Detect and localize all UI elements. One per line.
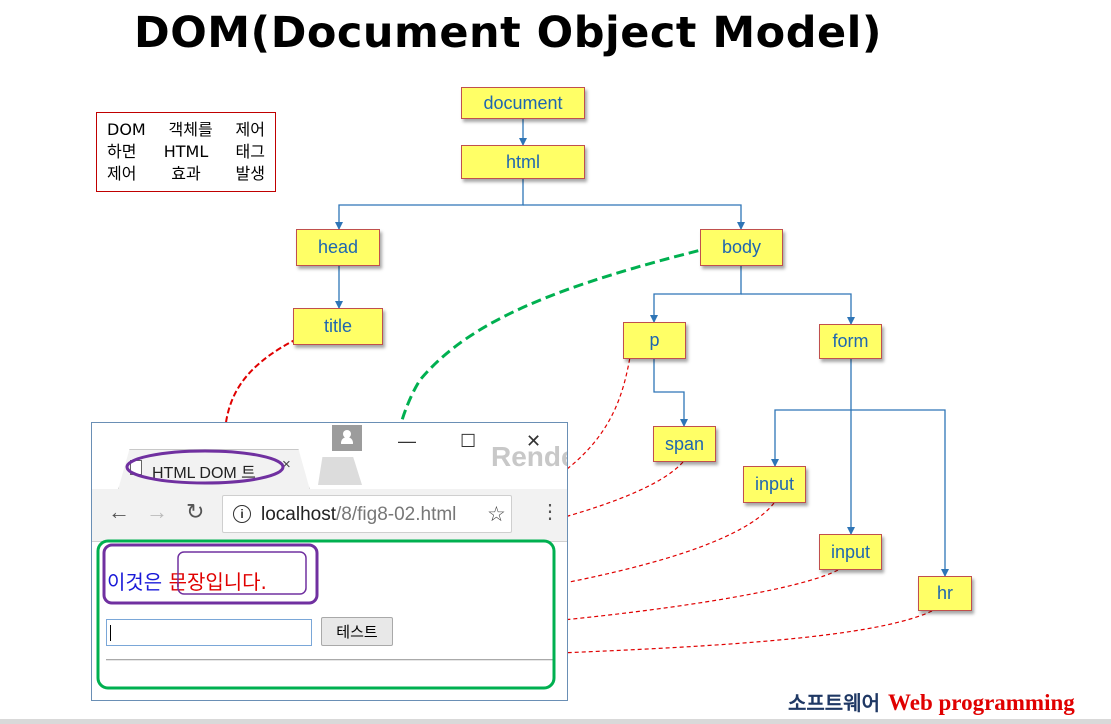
body-highlight [96, 539, 556, 690]
edge-html-head [335, 179, 524, 230]
text-input[interactable] [106, 619, 312, 646]
edge-body-p [650, 266, 742, 323]
maximize-icon[interactable]: ☐ [460, 431, 477, 451]
minimize-icon[interactable]: — [398, 431, 416, 451]
edge-body-form [741, 293, 855, 325]
node-form: form [819, 324, 882, 359]
node-document: document [461, 87, 585, 119]
node-title: title [293, 308, 383, 345]
new-tab-button[interactable] [318, 457, 362, 485]
menu-icon[interactable]: ⋮ [540, 501, 560, 523]
browser-toolbar: ← → ↻ i localhost/8/fig8-02.html ☆ ⋮ [92, 489, 567, 542]
address-bar[interactable]: i localhost/8/fig8-02.html ☆ [222, 495, 512, 533]
page-title: DOM(Document Object Model) [134, 8, 883, 58]
url-path: /8/fig8-02.html [336, 504, 457, 525]
bottom-rule [0, 719, 1111, 724]
footer-korean: 소프트웨어 [788, 691, 880, 715]
browser-window: HTML DOM 트 × Rendering — ☐ ✕ ← → ↻ i loc… [91, 422, 568, 701]
footer-brand: 소프트웨어 Web programming [788, 687, 1075, 716]
arrow-input2-to-button [349, 569, 839, 638]
note-line-1: DOM 객체를 제어 [107, 120, 265, 139]
test-button[interactable]: 테스트 [321, 617, 393, 646]
paragraph: 이것은 문장입니다. [107, 566, 267, 595]
node-html: html [461, 145, 585, 179]
text-caret [110, 625, 111, 641]
edge-p-span [653, 359, 688, 427]
span-text: 문장입니다. [168, 570, 267, 594]
node-input: input [819, 534, 882, 570]
span-highlight [177, 551, 307, 595]
info-icon[interactable]: i [233, 505, 251, 523]
page-content: 이것은 문장입니다. 테스트 [92, 542, 567, 700]
node-input: input [743, 466, 806, 503]
paragraph-highlight [102, 543, 319, 605]
back-arrow-icon[interactable]: ← [108, 499, 130, 524]
reload-icon[interactable]: ↻ [186, 499, 205, 524]
note-line-2: 하면 HTML 태그 [107, 142, 265, 161]
footer-english: Web programming [888, 690, 1075, 715]
tab-close-icon[interactable]: × [282, 456, 291, 473]
edge-html-body [523, 204, 745, 230]
url-text: localhost/8/fig8-02.html [261, 504, 456, 526]
tab-title-highlight [125, 449, 285, 485]
note-box: DOM 객체를 제어 하면 HTML 태그 제어 효과 발생 [96, 112, 276, 192]
edge-form-hr [851, 409, 949, 577]
arrow-hr-to-rule [507, 610, 933, 659]
bookmark-star-icon[interactable]: ☆ [487, 503, 506, 526]
paragraph-text: 이것은 [107, 570, 169, 594]
profile-icon[interactable] [332, 425, 362, 451]
url-host: localhost [261, 504, 336, 525]
node-span: span [653, 426, 716, 462]
window-close-icon[interactable]: ✕ [526, 431, 542, 451]
horizontal-rule [106, 659, 554, 661]
node-head: head [296, 229, 380, 266]
node-p: p [623, 322, 686, 359]
arrow-p-to-sentence [317, 344, 633, 558]
node-body: body [700, 229, 783, 266]
node-hr: hr [918, 576, 972, 611]
forward-arrow-icon[interactable]: → [146, 499, 168, 524]
tab-title: HTML DOM 트 [152, 465, 256, 482]
rendering-watermark: Rendering [491, 441, 567, 472]
note-line-3: 제어 효과 발생 [107, 164, 265, 183]
edge-form-input1 [771, 359, 852, 467]
